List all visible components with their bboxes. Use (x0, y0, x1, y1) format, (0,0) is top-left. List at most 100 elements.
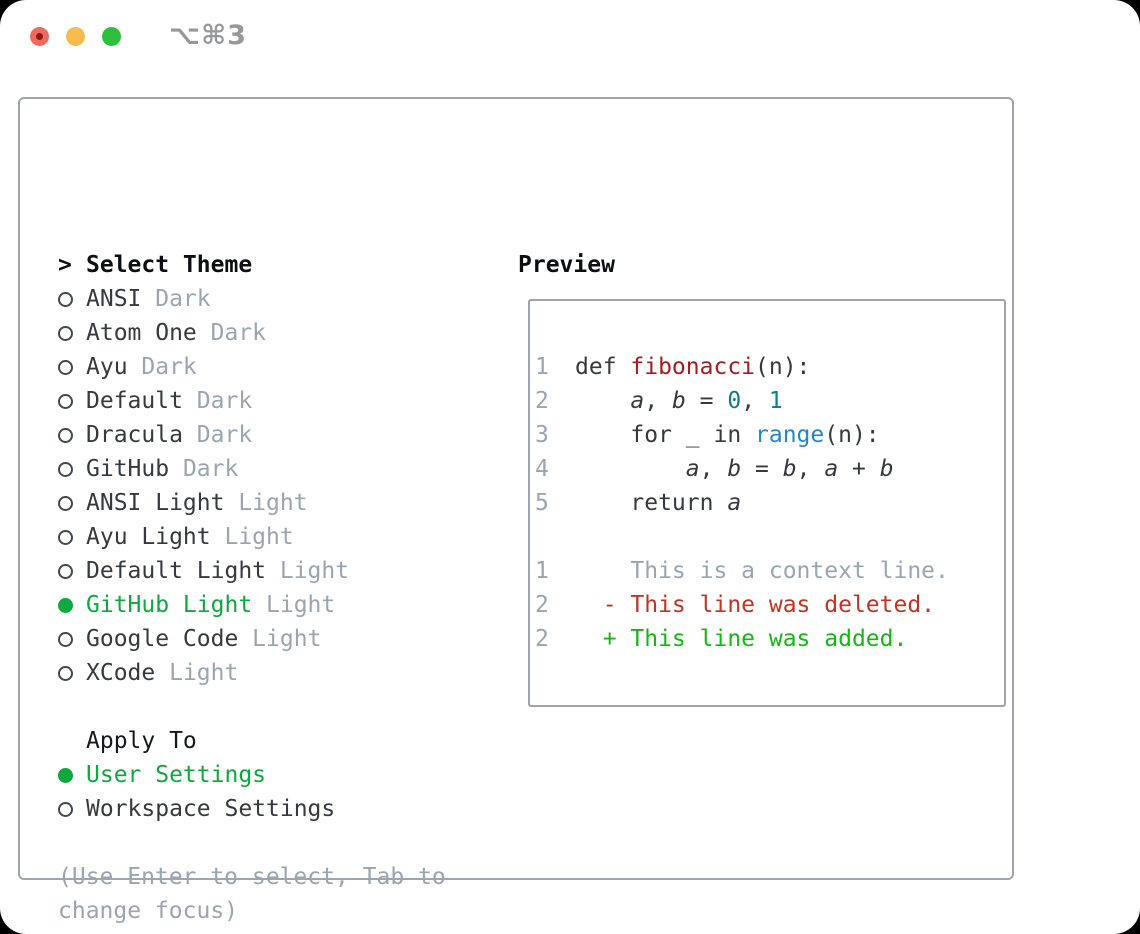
theme-variant: Light (224, 490, 308, 516)
theme-name: GitHub (86, 456, 170, 482)
line-number: 2 (535, 592, 549, 618)
code-text: + This line was added. (575, 622, 908, 656)
radio-slot (58, 597, 86, 613)
radio-icon (58, 325, 73, 341)
theme-option-ansi-light[interactable]: ANSI Light Light (58, 486, 446, 520)
zoom-button[interactable] (102, 27, 121, 46)
code-token: a (630, 388, 645, 414)
theme-label: XCode Light (86, 656, 238, 690)
theme-option-atom-one[interactable]: Atom One Dark (58, 316, 446, 350)
code-token: a (685, 456, 700, 482)
radio-slot (58, 461, 86, 477)
theme-option-default[interactable]: Default Dark (58, 384, 446, 418)
theme-name: ANSI (86, 286, 142, 312)
code-token: return (575, 490, 728, 516)
code-token: b (671, 388, 686, 414)
code-text: This is a context line. (575, 554, 949, 588)
code-token: (n): (824, 422, 880, 448)
code-token: for _ in (575, 422, 756, 448)
theme-variant: Light (266, 558, 350, 584)
theme-variant: Light (210, 524, 294, 550)
theme-variant: Light (252, 592, 336, 618)
radio-slot (58, 291, 86, 307)
radio-slot (58, 495, 86, 511)
theme-option-google-code[interactable]: Google Code Light (58, 622, 446, 656)
radio-icon (58, 359, 73, 375)
code-text: for _ in range(n): (575, 418, 880, 452)
code-token: 1 (768, 388, 783, 414)
apply-option-user-settings[interactable]: User Settings (58, 758, 446, 792)
theme-name: Google Code (86, 626, 239, 652)
theme-name: Default Light (86, 558, 267, 584)
theme-label: Ayu Dark (86, 350, 197, 384)
theme-name: XCode (86, 660, 156, 686)
code-token: , (699, 456, 728, 482)
code-text: return a (575, 486, 741, 520)
radio-icon (58, 631, 73, 647)
code-text: a, b = b, a + b (575, 452, 894, 486)
theme-variant: Dark (169, 456, 239, 482)
code-token: + This line was added. (575, 626, 908, 652)
preview-line: 3 for _ in range(n): (535, 418, 1004, 452)
theme-option-github[interactable]: GitHub Dark (58, 452, 446, 486)
code-token: + (838, 456, 880, 482)
line-number: 2 (535, 388, 549, 414)
radio-slot (58, 563, 86, 579)
radio-icon (58, 427, 73, 443)
theme-option-ayu[interactable]: Ayu Dark (58, 350, 446, 384)
spacer (58, 826, 446, 860)
theme-name: Ayu (86, 354, 128, 380)
theme-variant: Light (238, 626, 322, 652)
apply-to-title: Apply To (86, 728, 197, 754)
radio-icon (58, 495, 73, 511)
code-token: fibonacci (630, 354, 756, 380)
radio-slot (58, 631, 86, 647)
select-theme-title: Select Theme (86, 252, 253, 278)
code-token: (n): (755, 354, 811, 380)
code-token: This is a context line. (575, 558, 949, 584)
code-text: a, b = 0, 1 (575, 384, 783, 418)
code-token: b (879, 456, 894, 482)
code-token (575, 456, 686, 482)
theme-variant: Light (155, 660, 239, 686)
theme-variant: Dark (182, 422, 253, 448)
theme-name: Dracula (86, 422, 183, 448)
minimize-button[interactable] (66, 27, 85, 46)
radio-icon (58, 563, 73, 579)
focus-caret-slot: > (58, 248, 86, 282)
theme-option-ayu-light[interactable]: Ayu Light Light (58, 520, 446, 554)
radio-icon (58, 393, 73, 409)
code-token: range (755, 422, 825, 448)
select-theme-header: > Select Theme (58, 248, 446, 282)
preview-line: 2 a, b = 0, 1 (535, 384, 1004, 418)
theme-option-dracula[interactable]: Dracula Dark (58, 418, 446, 452)
code-token: = (741, 456, 783, 482)
theme-label: ANSI Dark (86, 282, 211, 316)
theme-label: Google Code Light (86, 622, 321, 656)
theme-variant: Dark (196, 320, 267, 346)
spacer (58, 690, 446, 724)
theme-option-default-light[interactable]: Default Light Light (58, 554, 446, 588)
radio-slot (58, 359, 86, 375)
theme-label: Ayu Light Light (86, 520, 294, 554)
theme-option-github-light[interactable]: GitHub Light Light (58, 588, 446, 622)
code-token: , (741, 388, 769, 414)
preview-line: 5 return a (535, 486, 1004, 520)
theme-name: Default (86, 388, 183, 414)
focus-caret-icon: > (58, 252, 72, 278)
theme-option-xcode[interactable]: XCode Light (58, 656, 446, 690)
theme-name: ANSI Light (86, 490, 225, 516)
preview-line: 1 This is a context line. (535, 554, 1004, 588)
close-button[interactable] (30, 27, 49, 46)
theme-option-ansi[interactable]: ANSI Dark (58, 282, 446, 316)
theme-name: Ayu Light (86, 524, 211, 550)
close-dot-icon (36, 33, 43, 40)
apply-option-workspace-settings[interactable]: Workspace Settings (58, 792, 446, 826)
code-text: - This line was deleted. (575, 588, 935, 622)
radio-slot (58, 393, 86, 409)
